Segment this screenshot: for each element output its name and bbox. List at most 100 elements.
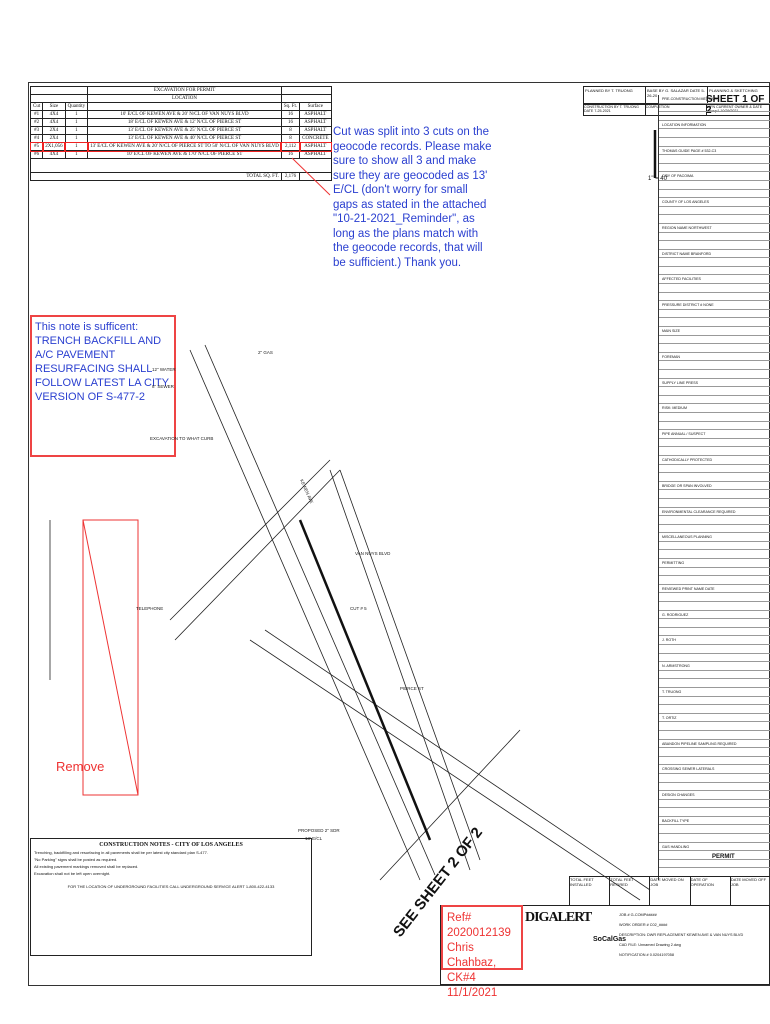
proposed-main-line (298, 519, 432, 841)
panel-blank-row (659, 834, 770, 843)
panel-blank-row (659, 490, 770, 499)
panel-row: PIPE ANNUAL / SUSPECT (659, 430, 770, 439)
street-line (249, 639, 641, 901)
excavation-table: EXCAVATION FOR PERMIT LOCATION Cut Size … (29, 86, 333, 181)
panel-blank-row (659, 516, 770, 525)
panel-row: MISCELLANEOUS PLANNING (659, 533, 770, 542)
drawing-label: 13' E/CL (305, 836, 323, 841)
panel-row: LOCATION INFORMATION (659, 121, 770, 130)
panel-row: REVIEWED PRINT NAME DATE (659, 585, 770, 594)
review-date: 11/1/2021 (447, 987, 498, 999)
completion-cell: COMPLETION (646, 105, 708, 115)
panel-blank-row (659, 267, 770, 276)
drawing-label: KEWEN AVE (299, 478, 314, 504)
panel-blank-row (659, 155, 770, 164)
panel-row: MAIN SIZE (659, 327, 770, 336)
footage-col: DATE OF OPERATION (691, 877, 731, 905)
planned-cell: PLANNED BY T. TRUONG (584, 87, 646, 103)
panel-blank-row (659, 233, 770, 242)
street-line (264, 629, 651, 891)
panel-row: T. TRUONG (659, 688, 770, 697)
panel-row: N. ARMSTRONG (659, 662, 770, 671)
street-line (379, 729, 521, 881)
panel-blank-row (659, 181, 770, 190)
panel-row: G. RODRIGUEZ (659, 611, 770, 620)
panel-blank-row (659, 164, 770, 173)
panel-blank-row (659, 679, 770, 688)
note-line: "No Parking" signs shall be posted as re… (34, 857, 118, 862)
header-cell: PLANNING & SKETCHING (709, 88, 758, 93)
panel-row: RISK: MEDIUM (659, 404, 770, 413)
street-line (339, 469, 481, 861)
drawing-label: 8" SEWER (152, 384, 175, 389)
job-info: JOB # G-COMP##### WORK ORDER # C02_#### … (619, 910, 769, 960)
panel-blank-row (659, 593, 770, 603)
drawing-label: EXCAVATION TO WHAT CURB (150, 436, 213, 441)
drawing-label: PROPOSED 2" SDR (298, 828, 340, 833)
panel-blank-row (659, 129, 770, 138)
panel-blank-row (659, 697, 770, 706)
base-cell: BASE BY G. SALAZAR DATE 5-26-20 (646, 87, 708, 103)
panel-row: SUPPLY LINE PRESS (659, 379, 770, 388)
panel-blank-row (659, 112, 770, 121)
panel-blank-row (659, 525, 770, 534)
cad-file: CAD FILE: Unnamed Drawing 2.dwg (619, 943, 681, 947)
street-line (329, 469, 471, 871)
panel-blank-row (659, 361, 770, 370)
review-note-box: This note is sufficent: TRENCH BACKFILL … (30, 315, 176, 457)
panel-blank-row (659, 284, 770, 293)
panel-row: T. ORTIZ (659, 714, 770, 723)
panel-blank-row (659, 645, 770, 654)
panel-row: J. ROTH (659, 636, 770, 645)
panel-blank-row (659, 860, 770, 869)
panel-blank-row (659, 576, 770, 585)
panel-blank-row (659, 465, 770, 474)
street-kewen-line (204, 344, 436, 876)
panel-blank-row (659, 293, 770, 302)
panel-blank-row (659, 748, 770, 757)
footage-col: DATE MOVED ON JOB (650, 877, 691, 905)
owner-cell: MFN CURRENT OWNER & DATE Group1 10/29/20… (707, 105, 763, 113)
panel-blank-row (659, 550, 770, 560)
description: DESCRIPTION: DWR REPLACEMENT KEWEN AVE &… (619, 933, 744, 937)
drawing-label: CUT # 5 (350, 606, 367, 611)
drawing-label: 12" WATER (152, 367, 176, 372)
panel-blank-row (659, 318, 770, 328)
construction-notes-title: CONSTRUCTION NOTES - CITY OF LOS ANGELES (99, 842, 243, 848)
panel-row: THOMAS GUIDE PAGE # 532-C3 (659, 147, 770, 156)
comment-arrow (291, 157, 331, 196)
footage-table: TOTAL FEET INSTALLED TOTAL FEET RETIRED … (569, 876, 770, 906)
footage-col: TOTAL FEET RETIRED (610, 877, 651, 905)
note-line: FOR THE LOCATION OF UNDERGROUND FACILITI… (67, 884, 275, 889)
panel-blank-row (659, 757, 770, 766)
panel-row: DISTRICT NAME BRANFORD (659, 250, 770, 259)
panel-blank-row (659, 370, 770, 379)
reference-box: Ref# 2020012139 Chris Chahbaz, CK#4 11/1… (441, 905, 523, 999)
panel-blank-row (659, 104, 770, 113)
panel-row: AFFECTED FACILITIES (659, 275, 770, 285)
panel-blank-row (659, 396, 770, 405)
ref-number: Ref# 2020012139 (447, 912, 511, 939)
work-order: WORK ORDER # C02_#### (619, 923, 668, 927)
panel-row: ABANDON PIPELINE SAMPLING REQUIRED (659, 740, 770, 749)
panel-blank-row (659, 190, 770, 199)
footage-col: TOTAL FEET INSTALLED (570, 877, 611, 905)
panel-blank-row (659, 602, 770, 611)
panel-blank-row (659, 336, 770, 345)
panel-row: CATHODICALLY PROTECTED (659, 456, 770, 465)
remove-annotation: Remove (56, 759, 105, 774)
sheet-number: SHEET 1 OF 2 (706, 94, 765, 116)
panel-row: CITY OF PACOIMA (659, 172, 770, 181)
remove-strike (82, 519, 139, 796)
panel-blank-row (659, 654, 770, 663)
drawing-label: TELEPHONE (136, 606, 163, 611)
drawing-label: PIERCE ST (400, 686, 424, 691)
panel-blank-row (659, 705, 770, 714)
panel-blank-row (659, 722, 770, 731)
panel-row: COUNTY OF LOS ANGELES (659, 198, 770, 207)
digalert-logo: DIGALERT (525, 910, 592, 925)
drawing-label: VAN NUYS BLVD (355, 551, 391, 556)
street-cross-line (169, 459, 331, 621)
remove-box (82, 519, 139, 796)
